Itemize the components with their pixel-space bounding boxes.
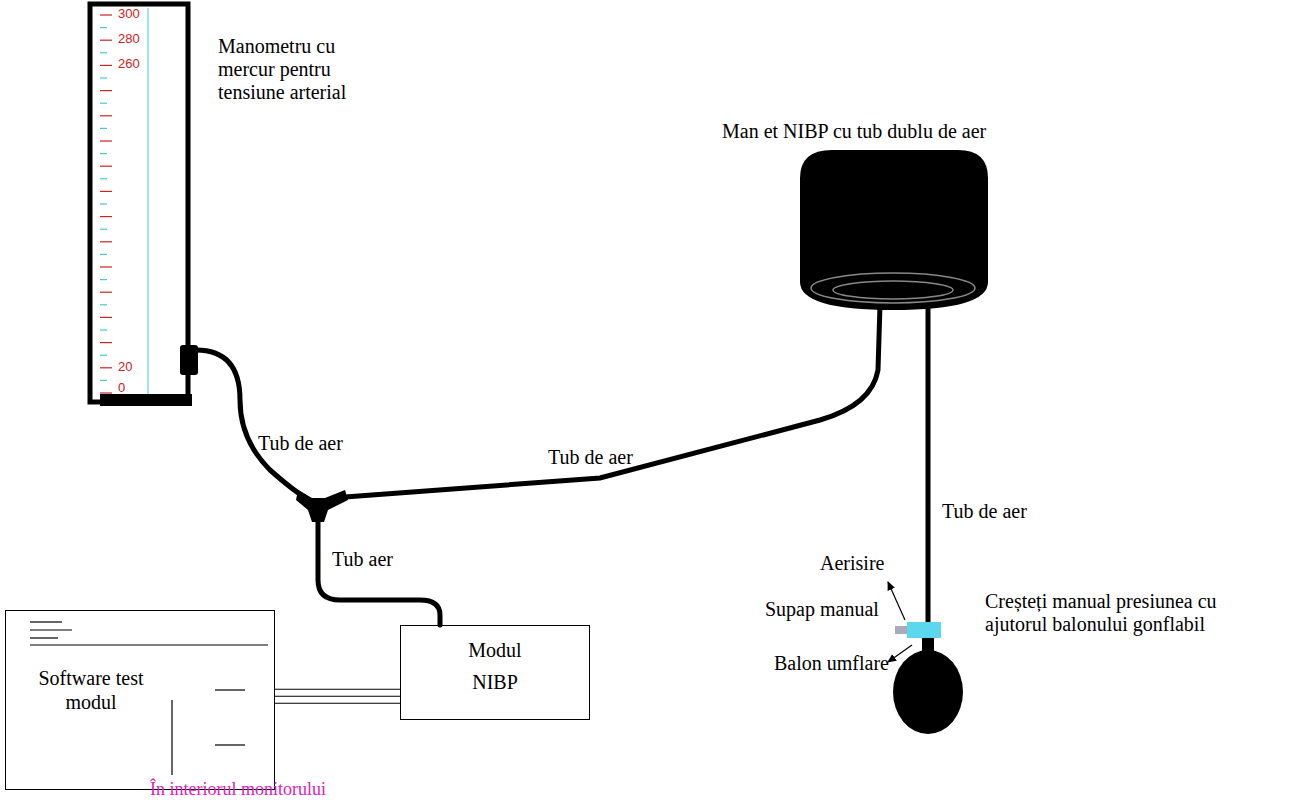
scale-tick	[100, 241, 112, 242]
part-label: Balon umflare	[774, 652, 889, 675]
tube-label: Tub de aer	[258, 432, 343, 455]
scale-number: 280	[118, 32, 140, 47]
air-tubes	[196, 305, 928, 625]
scale-tick	[100, 367, 112, 368]
software-window: Software test modul	[5, 610, 275, 790]
device-label: Man et NIBP cu tub dublu de aer	[722, 120, 986, 143]
y-connector	[296, 490, 348, 522]
scale-tick	[100, 203, 107, 204]
scale-tick	[100, 329, 107, 330]
scale-number: 300	[118, 7, 140, 22]
scale-tick	[100, 254, 107, 255]
scale-tick	[100, 140, 112, 141]
tube-label: Tub de aer	[942, 500, 1027, 523]
scale-tick	[100, 266, 112, 267]
node-text: Modul NIBP	[460, 634, 530, 698]
scale-tick	[100, 90, 112, 91]
instruction-note: Creșteți manual presiunea cu ajutorul ba…	[985, 590, 1253, 636]
node-text: Software test modul	[21, 666, 161, 714]
scale-tick	[100, 128, 107, 129]
scale-tick	[100, 77, 107, 78]
inflation-bulb	[888, 582, 963, 734]
scale-number: 260	[118, 57, 140, 72]
scale-number: 0	[118, 381, 125, 396]
scale-tick	[100, 65, 112, 66]
scale-tick	[100, 52, 107, 53]
scale-ticks	[100, 15, 112, 393]
scale-tick	[100, 229, 107, 230]
scale-tick	[100, 103, 107, 104]
location-note: În interiorul monitorului	[150, 779, 326, 800]
scale-number: 20	[118, 360, 132, 375]
scale-tick	[100, 355, 107, 356]
scale-tick	[100, 14, 112, 15]
scale-tick	[100, 40, 112, 41]
scale-tick	[100, 115, 112, 116]
device-label: Manometru cu mercur pentru tensiune arte…	[218, 35, 368, 104]
tube-label: Tub de aer	[548, 446, 633, 469]
scale-tick	[100, 392, 112, 393]
part-label: Supap manual	[765, 598, 879, 621]
scale-tick	[100, 27, 107, 28]
nibp-cuff	[800, 150, 988, 310]
scale-tick	[100, 342, 112, 343]
scale-tick	[100, 292, 112, 293]
scale-tick	[100, 178, 107, 179]
nibp-module-box: Modul NIBP	[400, 625, 590, 720]
scale-tick	[100, 279, 107, 280]
scale-tick	[100, 166, 112, 167]
scale-tick	[100, 304, 107, 305]
scale-tick	[100, 153, 107, 154]
scale-tick	[100, 216, 112, 217]
mercury-manometer	[90, 4, 198, 406]
tube-label: Tub aer	[332, 548, 393, 571]
scale-tick	[100, 380, 107, 381]
data-cable	[275, 689, 400, 703]
part-label: Aerisire	[820, 552, 884, 575]
scale-tick	[100, 191, 112, 192]
scale-tick	[100, 317, 112, 318]
